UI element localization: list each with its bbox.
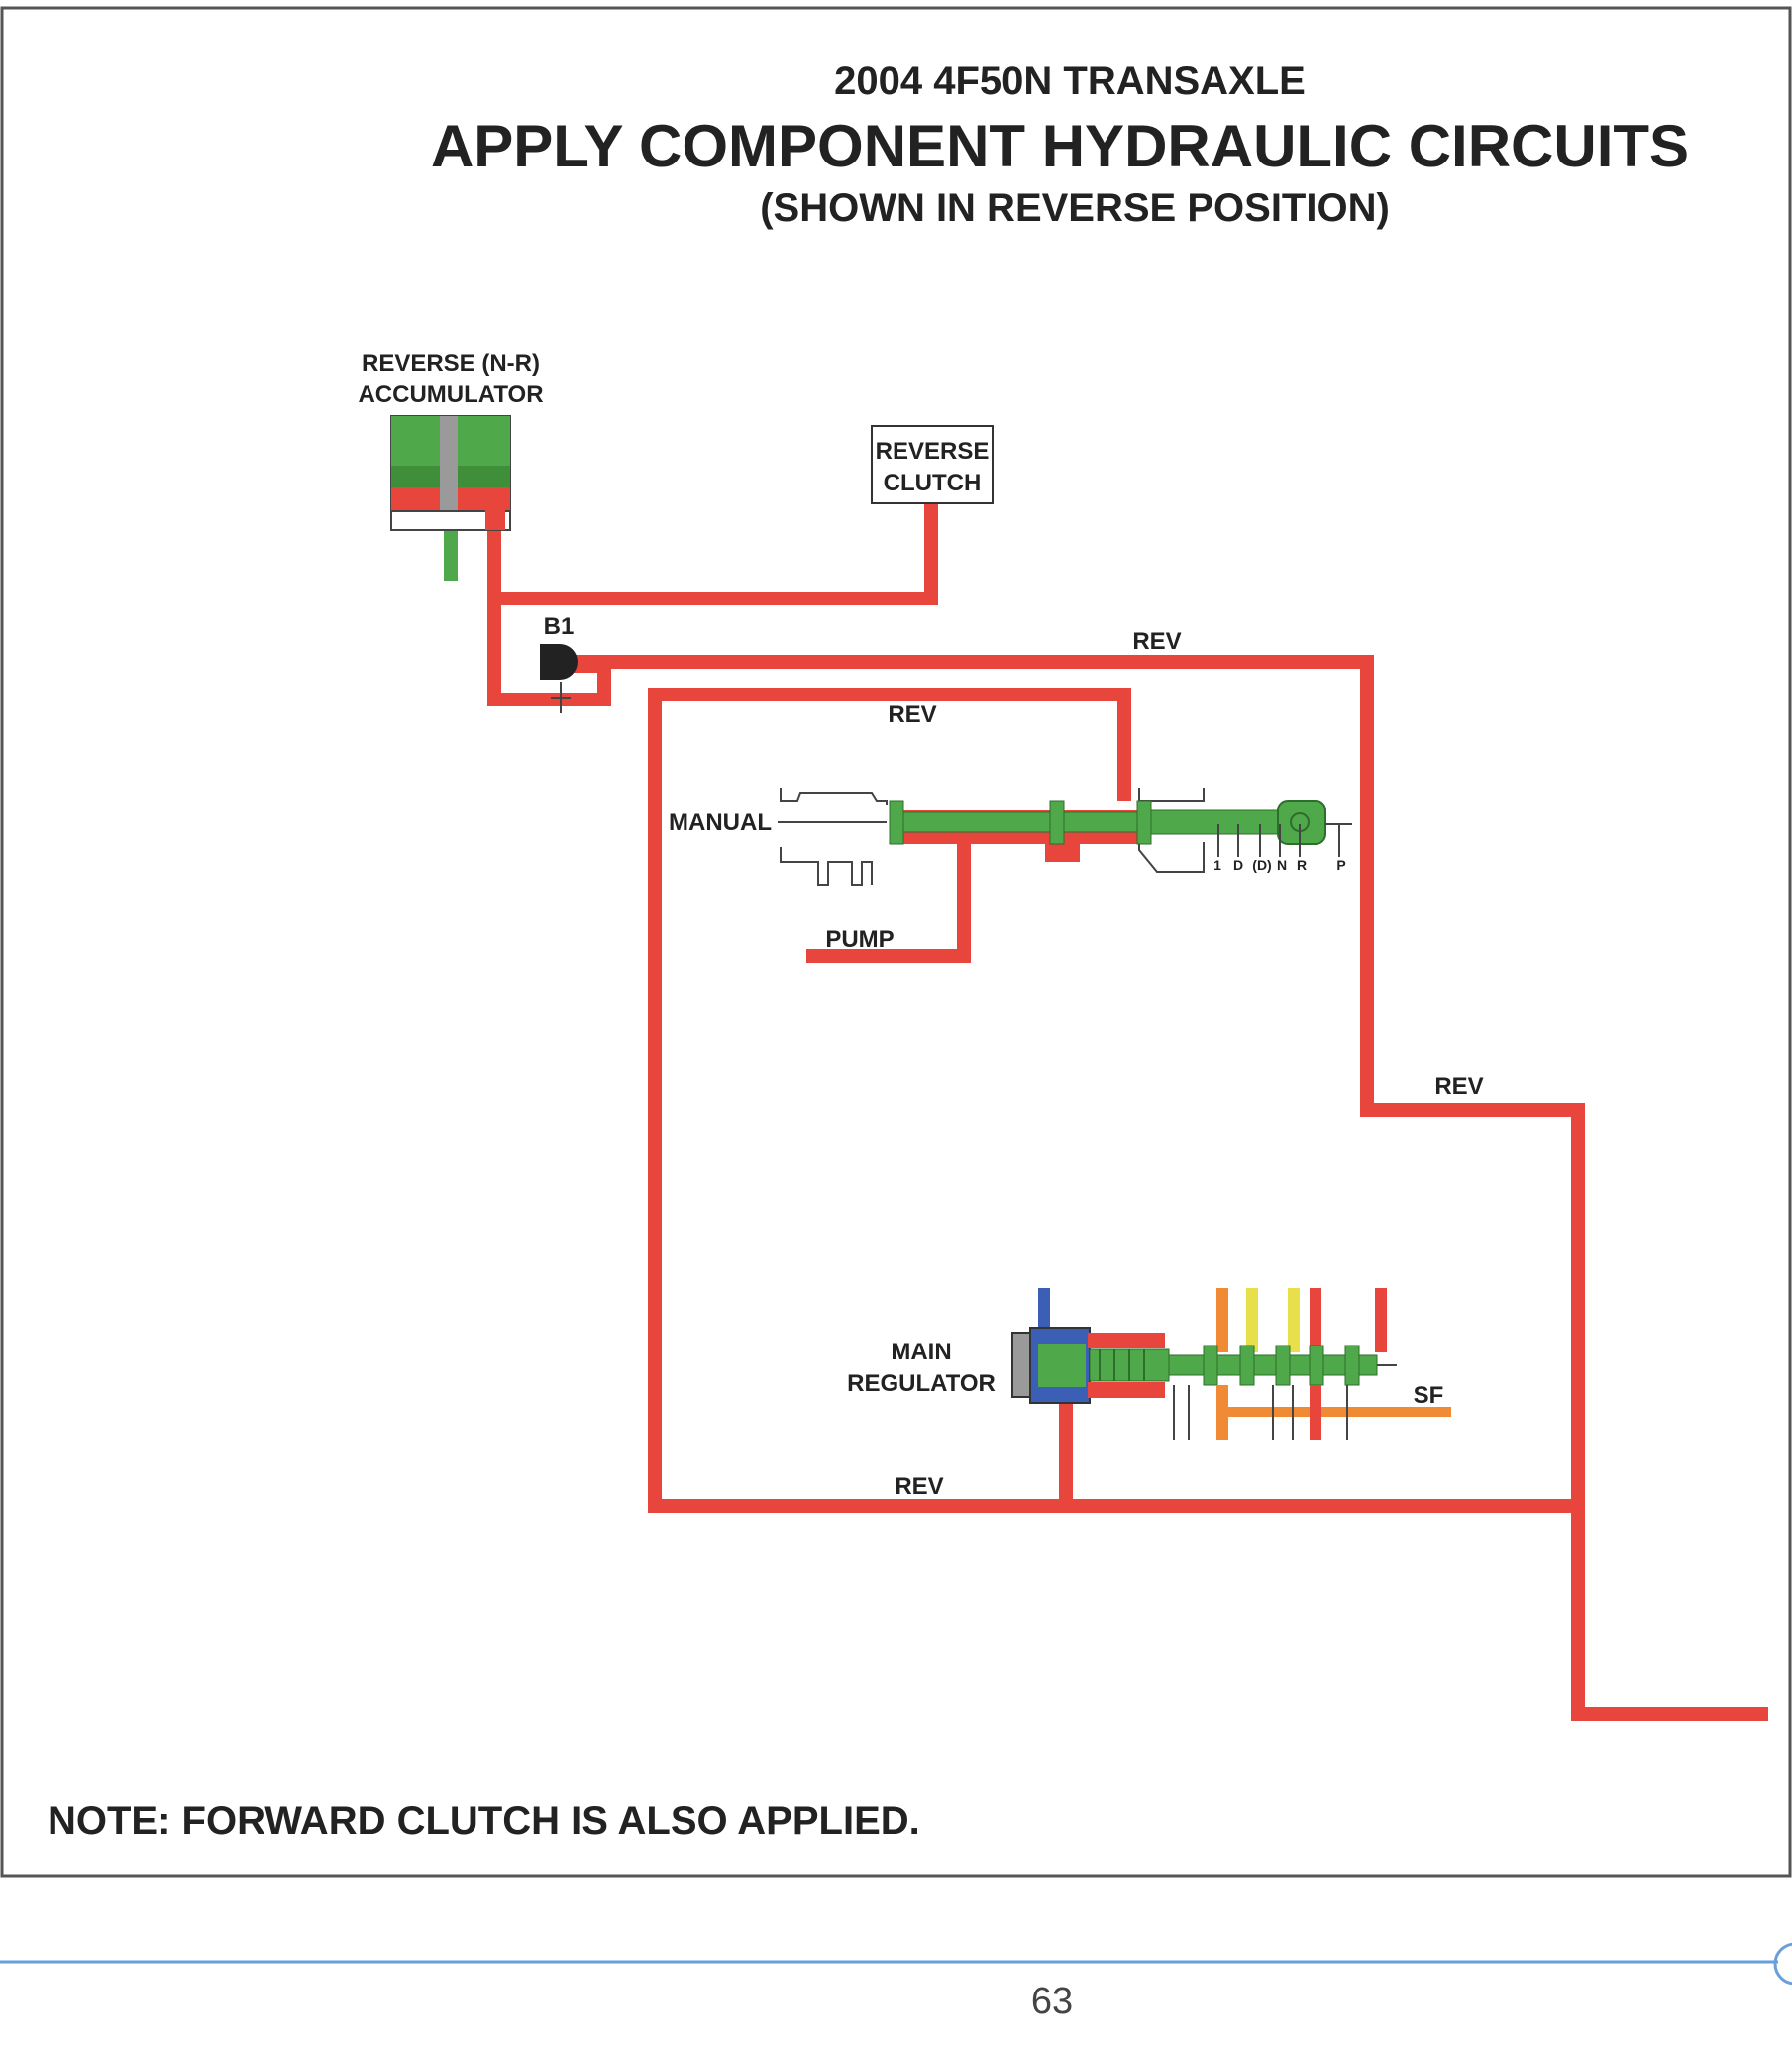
b1-label: B1 (544, 613, 575, 640)
reverse-circuit-lines (487, 503, 1768, 1721)
rev-label-right: REV (1434, 1073, 1483, 1100)
gear-position-d: D (1233, 857, 1243, 873)
rev-label-bottom: REV (895, 1473, 943, 1500)
rev-inner-line (648, 688, 1578, 1513)
main-regulator-label-1: MAIN (891, 1339, 951, 1365)
pump-label: PUMP (825, 926, 894, 953)
diagram-frame (0, 6, 1792, 1878)
reverse-clutch-label-2: CLUTCH (884, 470, 982, 496)
manual-valve (778, 788, 1352, 886)
b1-check-ball (540, 644, 578, 713)
footer-rule-end (1773, 1942, 1792, 1986)
accumulator-label-1: REVERSE (N-R) (362, 350, 540, 377)
gear-position-n: N (1277, 857, 1287, 873)
rev-label-inner: REV (888, 701, 936, 728)
page-title: APPLY COMPONENT HYDRAULIC CIRCUITS (431, 113, 1689, 179)
reverse-clutch-label-1: REVERSE (876, 438, 990, 465)
reverse-clutch-box (871, 425, 994, 504)
note-text: NOTE: FORWARD CLUTCH IS ALSO APPLIED. (48, 1799, 920, 1843)
sf-label: SF (1414, 1382, 1444, 1409)
accumulator-feed-line (487, 503, 938, 605)
main-regulator-label-2: REGULATOR (847, 1370, 996, 1397)
gear-position-d-paren: (D) (1252, 857, 1271, 873)
gear-position-1: 1 (1213, 857, 1221, 873)
main-regulator-valve (1011, 1288, 1451, 1440)
gear-position-p: P (1336, 857, 1345, 873)
model-heading: 2004 4F50N TRANSAXLE (834, 59, 1306, 103)
manual-label: MANUAL (669, 809, 772, 836)
reverse-accumulator (390, 415, 511, 581)
pump-line (806, 840, 971, 963)
accumulator-label-2: ACCUMULATOR (358, 381, 543, 408)
gear-position-r: R (1297, 857, 1307, 873)
rev-top-line (575, 655, 1768, 1721)
rev-label-top: REV (1132, 628, 1181, 655)
gear-position-labels: 1 D (D) N R P (1213, 857, 1346, 873)
page-number: 63 (1031, 1981, 1073, 2022)
page-subtitle: (SHOWN IN REVERSE POSITION) (760, 186, 1390, 230)
